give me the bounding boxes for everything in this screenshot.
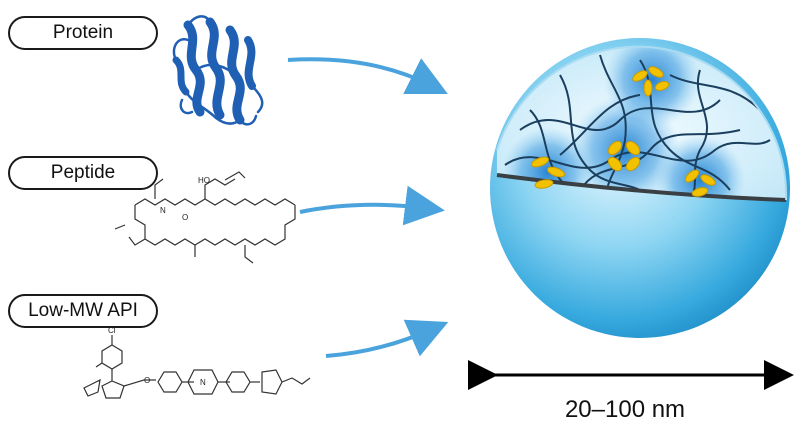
- protein-structure: [172, 15, 264, 126]
- api-atom-o: O: [144, 376, 150, 385]
- protein-label: Protein: [8, 16, 158, 50]
- peptide-atom-o: O: [182, 213, 188, 222]
- arrow-api: [325, 319, 449, 358]
- nanoparticle-sphere: [490, 38, 790, 338]
- polymer-chains: [504, 54, 771, 200]
- api-atom-n: N: [200, 378, 206, 387]
- peptide-atom-n: N: [160, 206, 166, 215]
- arrow-protein: [287, 57, 448, 94]
- peptide-label: Peptide: [8, 156, 158, 190]
- peptide-atom-ho: HO: [198, 176, 210, 185]
- api-structure: [83, 335, 311, 399]
- peptide-structure: [114, 171, 296, 264]
- drug-clusters: [530, 66, 716, 197]
- size-label: 20–100 nm: [564, 396, 686, 423]
- low-mw-api-label: Low-MW API: [8, 294, 158, 328]
- api-atom-cl: Cl: [108, 326, 116, 335]
- arrow-peptide: [299, 185, 445, 226]
